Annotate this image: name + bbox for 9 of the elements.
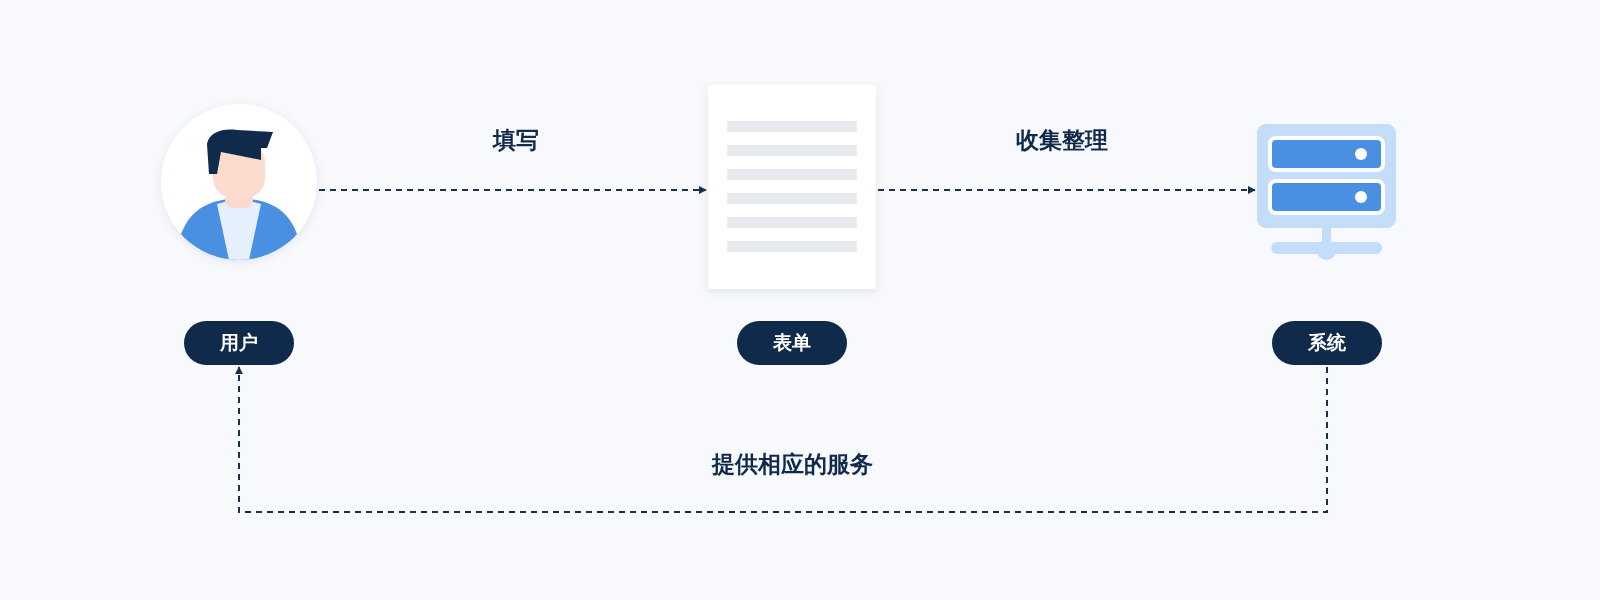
server-drawing [1257,124,1396,261]
dashed-arrow [318,186,707,194]
dashed-arrow [235,366,1328,513]
avatar-drawing [161,104,317,260]
label-pill: 系统 [1272,321,1382,365]
dashed-arrow [877,186,1256,194]
document-drawing [708,85,876,289]
label-pill: 表单 [737,321,847,365]
label-pill: 用户 [184,321,294,365]
